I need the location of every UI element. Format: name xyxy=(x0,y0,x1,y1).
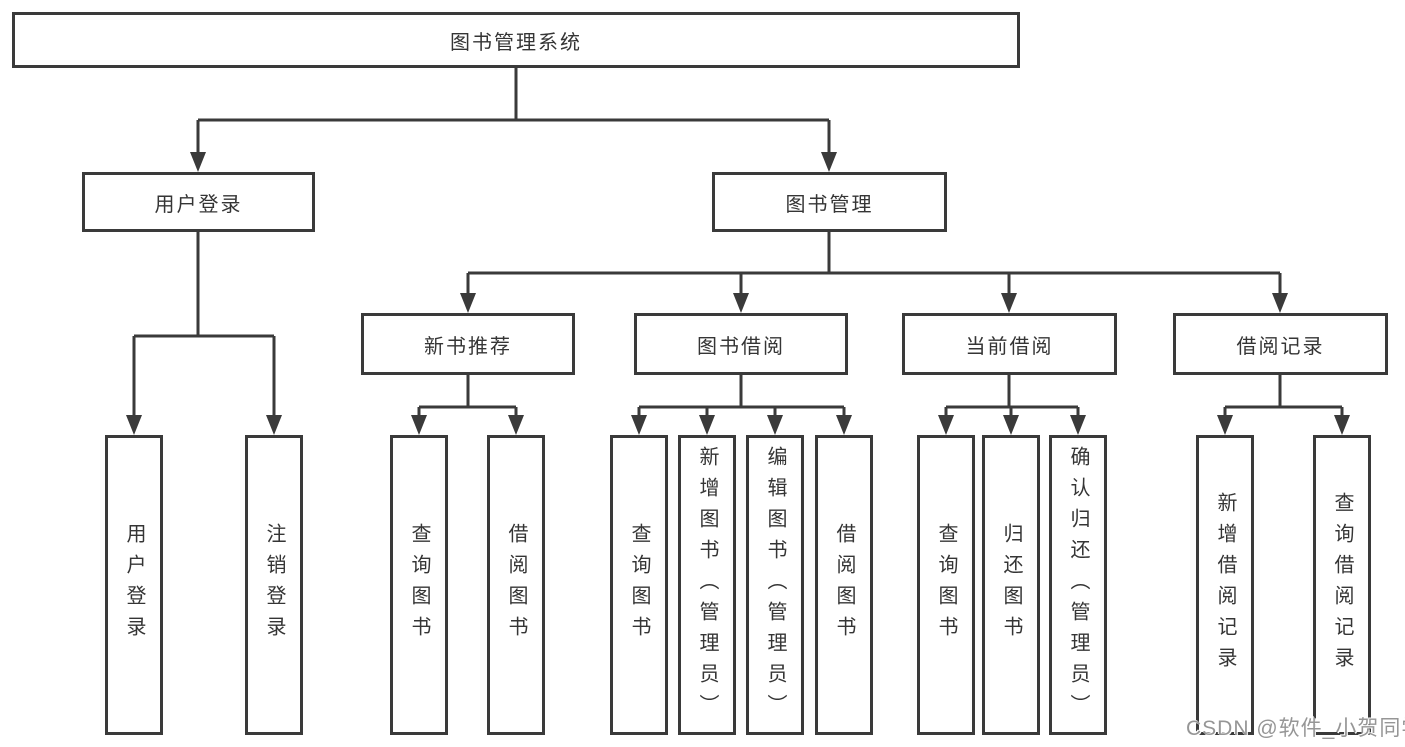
leaf-logout: 注销登录 xyxy=(245,435,303,735)
node-current-borrow: 当前借阅 xyxy=(902,313,1117,375)
node-label: 新书推荐 xyxy=(424,335,512,358)
leaf-query-borrow-record: 查询借阅记录 xyxy=(1313,435,1371,735)
leaf-label: 新增借阅记录 xyxy=(1214,492,1236,678)
leaf-label: 借阅图书 xyxy=(833,523,855,647)
leaf-confirm-return-admin: 确认归还（管理员） xyxy=(1049,435,1107,735)
node-label: 图书管理 xyxy=(785,193,874,216)
leaf-label: 查询图书 xyxy=(628,523,650,647)
node-borrow-records: 借阅记录 xyxy=(1173,313,1388,375)
node-user-login: 用户登录 xyxy=(82,172,315,232)
leaf-edit-book-admin: 编辑图书（管理员） xyxy=(746,435,804,735)
node-book-management: 图书管理 xyxy=(712,172,947,232)
leaf-label: 查询图书 xyxy=(935,523,957,647)
leaf-label: 注销登录 xyxy=(263,523,285,647)
node-label: 图书借阅 xyxy=(697,335,785,358)
leaf-label: 确认归还（管理员） xyxy=(1067,445,1089,725)
leaf-label: 查询借阅记录 xyxy=(1331,492,1353,678)
arrowhead-icons xyxy=(126,152,1350,435)
node-label: 借阅记录 xyxy=(1236,335,1325,358)
leaf-borrow-book-recommend: 借阅图书 xyxy=(487,435,545,735)
leaf-return-book: 归还图书 xyxy=(982,435,1040,735)
node-label: 当前借阅 xyxy=(965,335,1054,358)
leaf-label: 归还图书 xyxy=(1000,523,1022,647)
leaf-borrow-book: 借阅图书 xyxy=(815,435,873,735)
leaf-user-login: 用户登录 xyxy=(105,435,163,735)
leaf-label: 编辑图书（管理员） xyxy=(764,445,786,725)
node-book-borrow: 图书借阅 xyxy=(634,313,848,375)
leaf-label: 用户登录 xyxy=(123,523,145,647)
node-library-management-system: 图书管理系统 xyxy=(12,12,1020,68)
node-label: 图书管理系统 xyxy=(450,31,582,54)
leaf-add-book-admin: 新增图书（管理员） xyxy=(678,435,736,735)
leaf-query-book-borrow: 查询图书 xyxy=(610,435,668,735)
leaf-query-book-current: 查询图书 xyxy=(917,435,975,735)
leaf-label: 新增图书（管理员） xyxy=(696,445,718,725)
node-new-book-recommend: 新书推荐 xyxy=(361,313,575,375)
leaf-label: 查询图书 xyxy=(408,523,430,647)
csdn-watermark: CSDN @软件_小贺同学 xyxy=(1186,717,1405,740)
leaf-add-borrow-record: 新增借阅记录 xyxy=(1196,435,1254,735)
leaf-query-book-recommend: 查询图书 xyxy=(390,435,448,735)
node-label: 用户登录 xyxy=(154,193,243,216)
leaf-label: 借阅图书 xyxy=(505,523,527,647)
